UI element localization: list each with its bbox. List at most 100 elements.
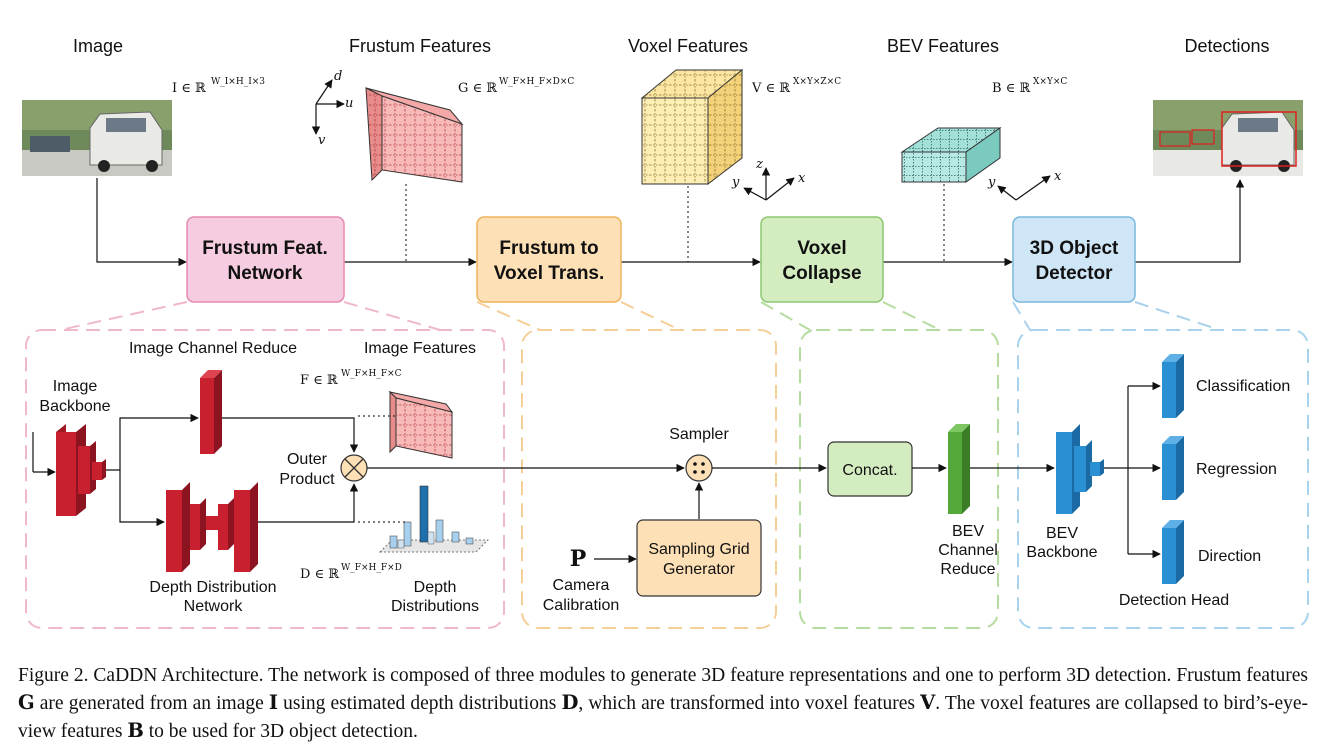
svg-text:W_F×H_F×D: W_F×H_F×D (341, 563, 402, 573)
label-sampler: Sampler (669, 426, 729, 443)
svg-text:Concat.: Concat. (842, 462, 897, 479)
svg-text:W_I×H_I×3: W_I×H_I×3 (211, 77, 265, 87)
svg-text:F ∈ ℝ: F ∈ ℝ (300, 373, 339, 388)
detail-frustum-feat-network (25, 329, 505, 629)
header-bev-features: BEV Features (887, 36, 999, 56)
arrow-to-channel-reduce (106, 413, 199, 471)
svg-text:Voxel Trans.: Voxel Trans. (494, 263, 605, 284)
math-B: B ∈ ℝ X×Y×C (992, 77, 1067, 96)
voxel-axes: z x y (731, 157, 806, 201)
header-voxel-features: Voxel Features (628, 36, 748, 56)
image-features-shape (388, 390, 454, 459)
svg-text:Product: Product (279, 471, 335, 488)
svg-text:Detector: Detector (1035, 263, 1113, 284)
label-camera-calibration: Camera Calibration (543, 577, 619, 614)
arrow-to-depth-net (119, 470, 165, 527)
svg-text:BEV: BEV (1046, 525, 1078, 542)
axis-d: d (334, 69, 342, 84)
svg-text:Reduce: Reduce (940, 561, 995, 578)
figure-caption: Figure 2. CaDDN Architecture. The networ… (18, 665, 1308, 742)
svg-text:W_F×H_F×C: W_F×H_F×C (341, 369, 402, 379)
regression-head (1162, 436, 1184, 500)
module-frustum-feat-network: Frustum Feat. Network (186, 216, 345, 303)
frustum-features-shape (365, 87, 464, 183)
label-depth-distributions: Depth Distributions (391, 579, 479, 615)
detections-photo (1153, 100, 1303, 176)
label-regression: Regression (1196, 461, 1277, 478)
header-image: Image (73, 36, 123, 56)
bev-features-slab (900, 127, 1002, 183)
depth-distributions-bars (379, 485, 489, 553)
expand-orange-right (620, 301, 681, 331)
svg-text:Frustum to: Frustum to (499, 238, 598, 259)
label-classification: Classification (1196, 378, 1290, 395)
axis-z: z (755, 157, 763, 172)
svg-text:X×Y×Z×C: X×Y×Z×C (793, 77, 841, 87)
svg-text:3D Object: 3D Object (1030, 238, 1119, 259)
label-image-channel-reduce: Image Channel Reduce (129, 340, 297, 357)
arrow-to-detections (1135, 179, 1245, 263)
module-frustum-to-voxel: Frustum to Voxel Trans. (476, 216, 622, 303)
expand-orange-left (476, 301, 541, 331)
math-D: D ∈ ℝ W_F×H_F×D (300, 563, 402, 582)
svg-text:Camera: Camera (553, 577, 610, 594)
bev-backbone-blocks (1056, 424, 1104, 514)
svg-text:Backbone: Backbone (39, 398, 110, 415)
voxel-features-cube (640, 68, 744, 186)
svg-text:Outer: Outer (287, 451, 328, 468)
architecture-diagram: Image Frustum Features Voxel Features BE… (22, 36, 1309, 629)
sampler-icon (685, 454, 713, 482)
svg-text:V ∈ ℝ: V ∈ ℝ (751, 81, 791, 96)
frustum-axes: d u v (311, 69, 353, 148)
input-image-photo (22, 100, 172, 176)
module-voxel-collapse: Voxel Collapse (760, 216, 884, 303)
svg-text:Depth Distribution: Depth Distribution (149, 579, 276, 596)
bev-channel-reduce-block (948, 424, 970, 514)
image-backbone-blocks (56, 424, 106, 516)
label-bev-channel-reduce: BEV Channel Reduce (938, 523, 998, 578)
expand-green-right (882, 301, 941, 331)
label-depth-distribution-network: Depth Distribution Network (149, 579, 276, 615)
svg-text:Frustum Feat.: Frustum Feat. (202, 238, 328, 259)
classification-head (1162, 354, 1184, 418)
axis-x-voxel: x (798, 171, 806, 186)
label-image-features: Image Features (364, 340, 476, 357)
svg-text:Sampling Grid: Sampling Grid (648, 541, 749, 558)
svg-text:Backbone: Backbone (1026, 544, 1097, 561)
detail-voxel-collapse (799, 329, 999, 629)
header-frustum-features: Frustum Features (349, 36, 491, 56)
axis-x-bev: x (1054, 169, 1062, 184)
svg-text:G ∈ ℝ: G ∈ ℝ (458, 81, 498, 96)
expand-blue-left (1012, 301, 1031, 331)
svg-text:BEV: BEV (952, 523, 984, 540)
svg-text:Collapse: Collapse (782, 263, 861, 284)
expand-pink-left (59, 301, 188, 331)
expand-blue-right (1134, 301, 1221, 331)
svg-text:Image: Image (53, 378, 98, 395)
axis-y-bev: y (987, 175, 996, 190)
concat-box: Concat. (827, 441, 913, 497)
svg-text:D ∈ ℝ: D ∈ ℝ (300, 567, 340, 582)
svg-text:Calibration: Calibration (543, 597, 619, 614)
axis-v: v (318, 133, 326, 148)
svg-text:X×Y×C: X×Y×C (1033, 77, 1067, 87)
math-I: I ∈ ℝ W_I×H_I×3 (172, 77, 265, 96)
svg-text:Depth: Depth (414, 579, 457, 596)
svg-text:Network: Network (228, 263, 303, 284)
svg-text:I ∈ ℝ: I ∈ ℝ (172, 81, 207, 96)
label-detection-head: Detection Head (1119, 592, 1229, 609)
svg-text:B ∈ ℝ: B ∈ ℝ (992, 81, 1031, 96)
svg-text:W_F×H_F×D×C: W_F×H_F×D×C (499, 77, 574, 87)
svg-text:Channel: Channel (938, 542, 998, 559)
label-outer-product: Outer Product (279, 451, 335, 488)
label-direction: Direction (1198, 548, 1261, 565)
expand-pink-right (343, 301, 441, 331)
direction-head (1162, 520, 1184, 584)
math-F: F ∈ ℝ W_F×H_F×C (300, 369, 402, 388)
outer-product-icon (340, 454, 368, 482)
math-P: P (570, 546, 587, 572)
axis-y-voxel: y (731, 175, 740, 190)
svg-text:Voxel: Voxel (797, 238, 846, 259)
arrow-image-to-frustum-net (96, 178, 187, 267)
detail-frustum-to-voxel (521, 329, 777, 629)
